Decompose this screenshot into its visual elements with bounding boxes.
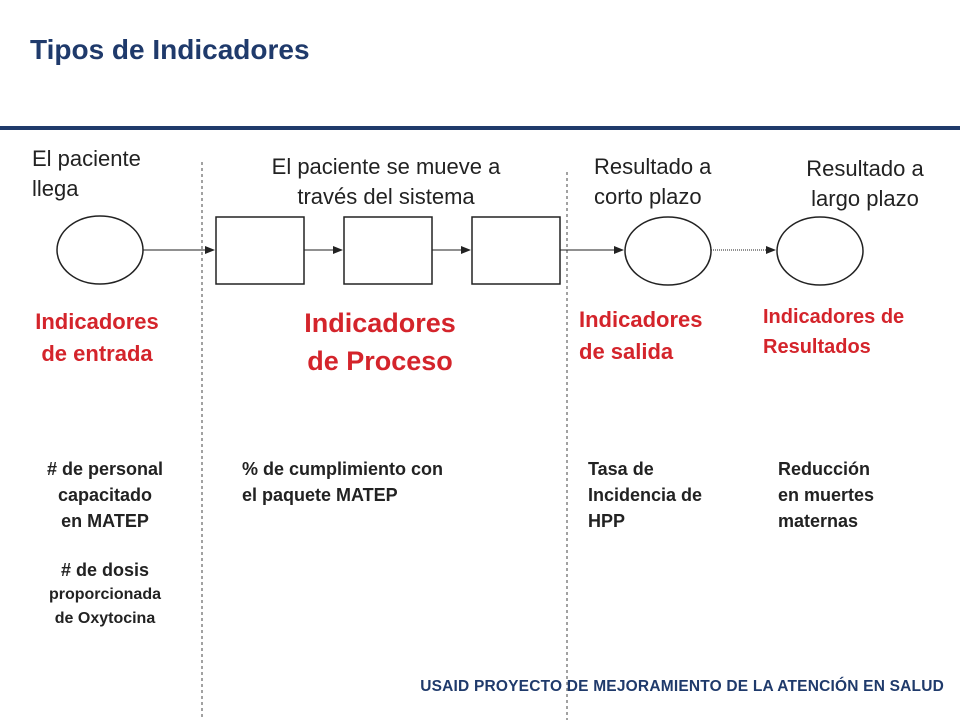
indicator-type-outcome: Indicadores de Resultados bbox=[763, 306, 905, 358]
stage-label-short-term: Resultado a corto plazo bbox=[594, 154, 712, 209]
stage-label-process: El paciente se mueve a través del sistem… bbox=[271, 154, 501, 209]
indicator-type-input: Indicadores de entrada bbox=[35, 309, 159, 366]
stage-label-long-term: Resultado a largo plazo bbox=[806, 156, 924, 211]
indicator-type-process: Indicadores de Proceso bbox=[304, 308, 456, 376]
example-input-2-detail: proporcionada de Oxytocina bbox=[48, 586, 161, 627]
process-step-3-box bbox=[471, 216, 561, 285]
indicator-type-output: Indicadores de salida bbox=[579, 307, 703, 364]
example-process: % de cumplimiento con el paquete MATEP bbox=[242, 459, 444, 505]
stage-label-input: El paciente llega bbox=[32, 146, 141, 201]
footer-organization: USAID PROYECTO DE MEJORAMIENTO DE LA ATE… bbox=[420, 678, 944, 695]
page-title: Tipos de Indicadores bbox=[30, 34, 310, 65]
long-term-outcome-oval bbox=[776, 216, 864, 286]
example-output: Tasa de Incidencia de HPP bbox=[588, 459, 703, 531]
header-divider bbox=[0, 126, 960, 130]
process-step-2-box bbox=[343, 216, 433, 285]
example-input-2-title: # de dosis bbox=[60, 560, 150, 580]
short-term-outcome-oval bbox=[624, 216, 712, 286]
example-input-1: # de personal capacitado en MATEP bbox=[46, 459, 164, 531]
patient-input-oval bbox=[56, 215, 144, 285]
process-step-1-box bbox=[215, 216, 305, 285]
example-outcome: Reducción en muertes maternas bbox=[778, 459, 875, 531]
